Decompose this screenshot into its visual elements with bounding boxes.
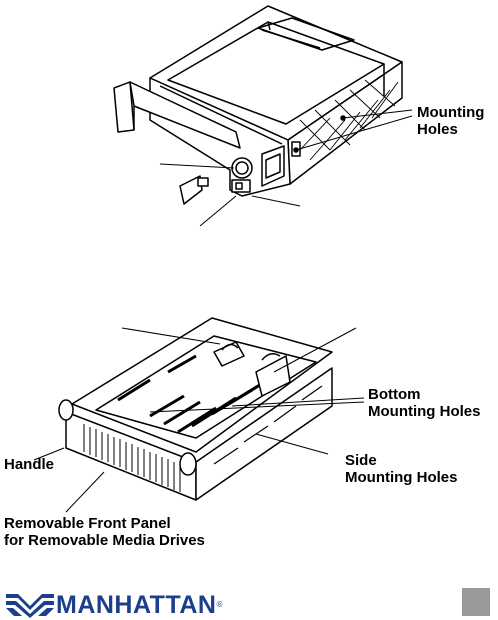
label-handle: Handle [4, 456, 55, 473]
label-removable-front-panel: Removable Front Panel for Removable Medi… [4, 515, 205, 549]
label-mounting-holes: Mounting Holes [417, 104, 485, 138]
frame-illustration [113, 5, 413, 227]
label-side-mounting-holes: Side Mounting Holes [345, 452, 458, 486]
brand-wordmark: MANHATTAN® [56, 591, 223, 619]
tray-illustration [33, 317, 365, 513]
page-number-box [462, 588, 490, 616]
manhattan-logo-icon [6, 594, 54, 618]
label-bottom-mounting-holes: Bottom Mounting Holes [368, 386, 481, 420]
